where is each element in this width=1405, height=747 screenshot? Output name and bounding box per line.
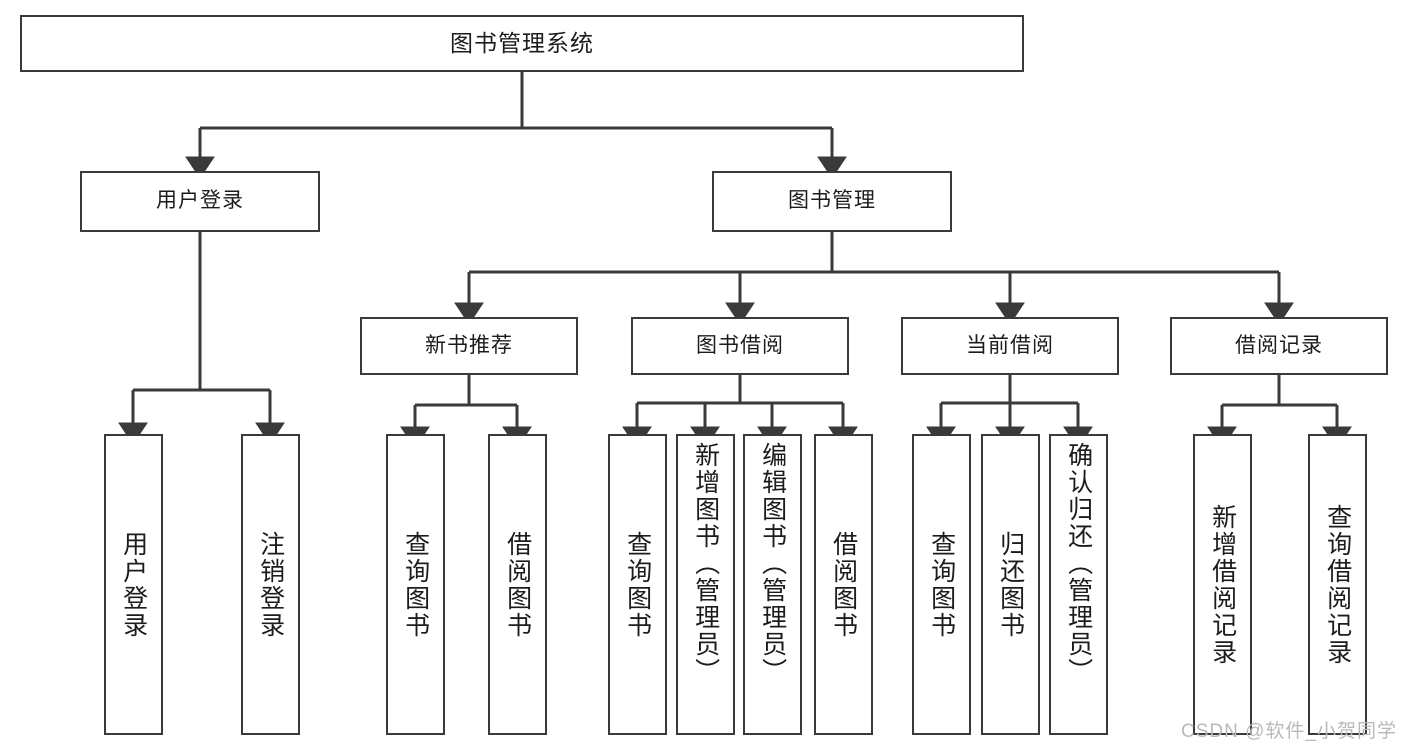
node-label: 用户登录: [156, 189, 244, 213]
node-label: 图书管理: [788, 189, 876, 213]
node-label: 借阅记录: [1235, 333, 1323, 357]
node-label: 查询借阅记录: [1323, 503, 1352, 666]
node-label: 新增借阅记录: [1208, 503, 1237, 666]
node-label: 用户登录: [119, 530, 148, 639]
node-leaf-cb-query-book[interactable]: 查询图书: [912, 434, 971, 735]
node-label: 注销登录: [256, 530, 285, 639]
node-leaf-rec-borrow-book[interactable]: 借阅图书: [488, 434, 547, 735]
node-label: 新书推荐: [425, 333, 513, 357]
node-borrow-record[interactable]: 借阅记录: [1170, 317, 1388, 375]
node-leaf-login-user[interactable]: 用户登录: [104, 434, 163, 735]
node-leaf-bb-query-book[interactable]: 查询图书: [608, 434, 667, 735]
node-label: 查询图书: [927, 530, 956, 639]
node-label: 查询图书: [623, 530, 652, 639]
node-leaf-bb-add-book[interactable]: 新增图书（管理员）: [676, 434, 735, 735]
node-current-borrow[interactable]: 当前借阅: [901, 317, 1119, 375]
node-label: 新增图书（管理员）: [691, 442, 720, 685]
node-label: 查询图书: [401, 530, 430, 639]
node-label: 借阅图书: [503, 530, 532, 639]
node-leaf-br-query-record[interactable]: 查询借阅记录: [1308, 434, 1367, 735]
node-label: 当前借阅: [966, 333, 1054, 357]
node-leaf-rec-query-book[interactable]: 查询图书: [386, 434, 445, 735]
node-leaf-bb-borrow-book[interactable]: 借阅图书: [814, 434, 873, 735]
node-label: 确认归还（管理员）: [1064, 442, 1093, 685]
node-leaf-cb-return-book[interactable]: 归还图书: [981, 434, 1040, 735]
node-user-login[interactable]: 用户登录: [80, 171, 320, 232]
node-leaf-br-add-record[interactable]: 新增借阅记录: [1193, 434, 1252, 735]
node-leaf-logout-user[interactable]: 注销登录: [241, 434, 300, 735]
node-new-book-recommendation[interactable]: 新书推荐: [360, 317, 578, 375]
node-leaf-cb-confirm-return[interactable]: 确认归还（管理员）: [1049, 434, 1108, 735]
node-label: 归还图书: [996, 530, 1025, 639]
node-label: 图书借阅: [696, 333, 784, 357]
node-book-management-system[interactable]: 图书管理系统: [20, 15, 1024, 72]
node-leaf-bb-edit-book[interactable]: 编辑图书（管理员）: [743, 434, 802, 735]
node-book-management[interactable]: 图书管理: [712, 171, 952, 232]
node-label: 图书管理系统: [450, 30, 594, 57]
node-label: 编辑图书（管理员）: [758, 442, 787, 685]
node-book-borrow[interactable]: 图书借阅: [631, 317, 849, 375]
watermark: CSDN @软件_小贺同学: [1181, 721, 1397, 742]
node-label: 借阅图书: [829, 530, 858, 639]
